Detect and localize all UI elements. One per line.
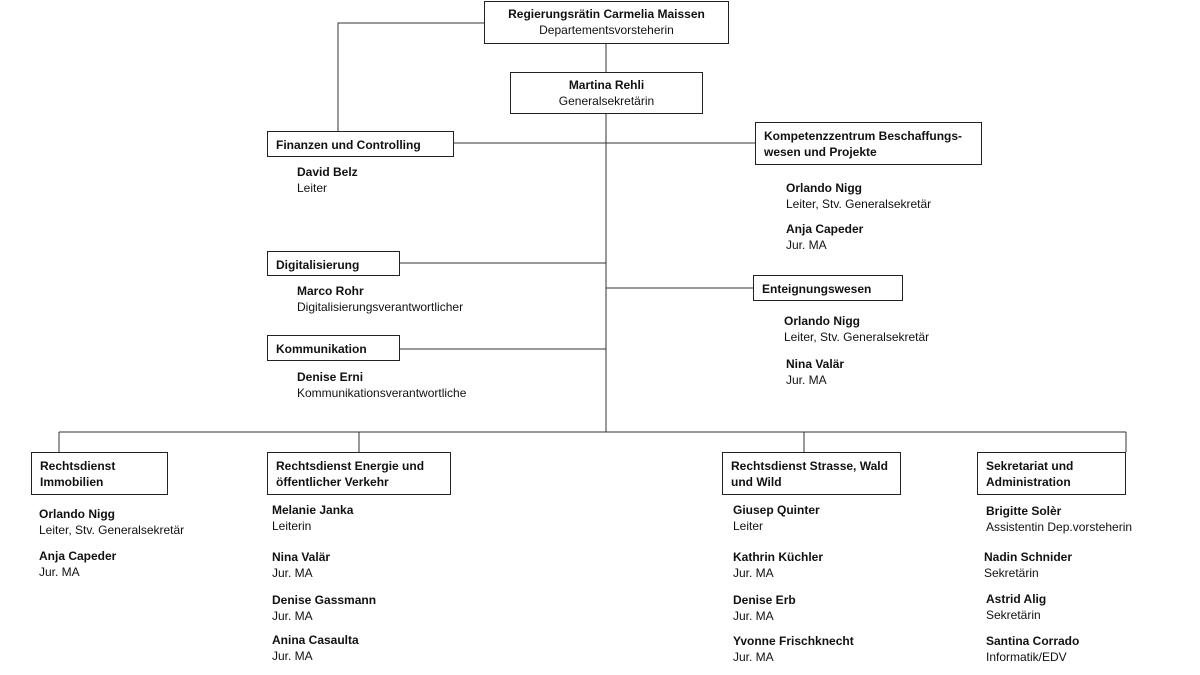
person-role: Jur. MA: [272, 609, 313, 623]
person-role: Digitalisierungsverantwortlicher: [297, 300, 464, 314]
person-giusep-quinter: Giusep Quinter Leiter: [733, 502, 820, 534]
unit-kompetenzzentrum-box: Kompetenzzentrum Beschaffungs- wesen und…: [755, 122, 982, 165]
unit-kompetenzzentrum-title-line1: Kompetenzzentrum Beschaffungs-: [764, 129, 963, 143]
secretary-general-name: Martina Rehli: [568, 78, 645, 92]
person-kathrin-kuechler: Kathrin Küchler Jur. MA: [733, 549, 823, 581]
unit-kommunikation-title: Kommunikation: [276, 342, 367, 356]
person-role: Jur. MA: [733, 650, 774, 664]
person-name: Orlando Nigg: [39, 507, 115, 521]
person-denise-gassmann: Denise Gassmann Jur. MA: [272, 592, 376, 624]
person-role: Leiter, Stv. Generalsekretär: [784, 330, 930, 344]
secretary-general-role: Generalsekretärin: [558, 94, 655, 108]
unit-rechtsdienst-strasse-box: Rechtsdienst Strasse, Wald und Wild: [722, 452, 901, 495]
person-role: Sekretärin: [986, 608, 1041, 622]
person-role: Jur. MA: [733, 566, 774, 580]
person-nina-valaer: Nina Valär Jur. MA: [272, 549, 330, 581]
unit-finanzen-box: Finanzen und Controlling: [267, 131, 454, 157]
unit-rechtsdienst-immobilien-box: Rechtsdienst Immobilien: [31, 452, 168, 495]
person-role: Jur. MA: [786, 238, 827, 252]
person-orlando-nigg: Orlando Nigg Leiter, Stv. Generalsekretä…: [786, 180, 931, 212]
person-anina-casaulta: Anina Casaulta Jur. MA: [272, 632, 359, 664]
person-name: Nina Valär: [272, 550, 331, 564]
person-name: Yvonne Frischknecht: [733, 634, 854, 648]
person-role: Leiter, Stv. Generalsekretär: [39, 523, 185, 537]
person-name: Nadin Schnider: [984, 550, 1073, 564]
person-name: Astrid Alig: [986, 592, 1047, 606]
person-name: Orlando Nigg: [786, 181, 862, 195]
person-nina-valaer: Nina Valär Jur. MA: [786, 356, 844, 388]
person-name: Denise Gassmann: [272, 593, 377, 607]
unit-strasse-title-line1: Rechtsdienst Strasse, Wald: [731, 459, 888, 473]
person-role: Jur. MA: [272, 649, 313, 663]
person-role: Jur. MA: [786, 373, 827, 387]
unit-immobilien-title-line1: Rechtsdienst: [40, 459, 116, 473]
person-role: Jur. MA: [733, 609, 774, 623]
person-name: Santina Corrado: [986, 634, 1080, 648]
person-role: Kommunikationsverantwortliche: [297, 386, 467, 400]
head-name: Regierungsrätin Carmelia Maissen: [508, 7, 705, 21]
person-name: Melanie Janka: [272, 503, 354, 517]
person-brigitte-soler: Brigitte Solèr Assistentin Dep.vorsteher…: [986, 503, 1132, 535]
person-role: Informatik/EDV: [986, 650, 1067, 664]
person-santina-corrado: Santina Corrado Informatik/EDV: [986, 633, 1079, 665]
person-name: Giusep Quinter: [733, 503, 820, 517]
person-role: Leiter: [733, 519, 764, 533]
unit-energie-title-line2: öffentlicher Verkehr: [276, 475, 389, 489]
unit-immobilien-title-line2: Immobilien: [40, 475, 104, 489]
unit-enteignungswesen-title: Enteignungswesen: [762, 282, 872, 296]
person-name: David Belz: [297, 165, 358, 179]
person-name: Anina Casaulta: [272, 633, 359, 647]
unit-kommunikation-box: Kommunikation: [267, 335, 400, 361]
person-name: Denise Erni: [297, 370, 364, 384]
unit-strasse-title-line2: und Wild: [731, 475, 782, 489]
person-david-belz: David Belz Leiter: [297, 164, 358, 196]
person-anja-capeder: Anja Capeder Jur. MA: [786, 221, 863, 253]
person-anja-capeder: Anja Capeder Jur. MA: [39, 548, 116, 580]
unit-digitalisierung-title: Digitalisierung: [276, 258, 360, 272]
unit-sekretariat-title-line1: Sekretariat und: [986, 459, 1074, 473]
unit-sekretariat-title-line2: Administration: [986, 475, 1071, 489]
unit-digitalisierung-box: Digitalisierung: [267, 251, 400, 276]
person-astrid-alig: Astrid Alig Sekretärin: [986, 591, 1046, 623]
person-marco-rohr: Marco Rohr Digitalisierungsverantwortlic…: [297, 283, 463, 315]
unit-energie-title-line1: Rechtsdienst Energie und: [276, 459, 425, 473]
person-name: Nina Valär: [786, 357, 845, 371]
person-orlando-nigg: Orlando Nigg Leiter, Stv. Generalsekretä…: [784, 313, 929, 345]
person-melanie-janka: Melanie Janka Leiterin: [272, 502, 353, 534]
person-orlando-nigg: Orlando Nigg Leiter, Stv. Generalsekretä…: [39, 506, 184, 538]
person-role: Jur. MA: [39, 565, 80, 579]
person-role: Leiterin: [272, 519, 312, 533]
person-denise-erni: Denise Erni Kommunikationsverantwortlich…: [297, 369, 466, 401]
unit-finanzen-title: Finanzen und Controlling: [276, 138, 421, 152]
head-of-department-box: Regierungsrätin Carmelia Maissen Departe…: [484, 1, 729, 44]
person-role: Sekretärin: [984, 566, 1039, 580]
unit-kompetenzzentrum-title-line2: wesen und Projekte: [764, 145, 877, 159]
person-name: Anja Capeder: [786, 222, 864, 236]
person-name: Kathrin Küchler: [733, 550, 824, 564]
person-name: Denise Erb: [733, 593, 796, 607]
person-name: Orlando Nigg: [784, 314, 860, 328]
unit-rechtsdienst-energie-box: Rechtsdienst Energie und öffentlicher Ve…: [267, 452, 451, 495]
person-nadin-schnider: Nadin Schnider Sekretärin: [984, 549, 1072, 581]
person-role: Jur. MA: [272, 566, 313, 580]
secretary-general-box: Martina Rehli Generalsekretärin: [510, 72, 703, 114]
person-role: Assistentin Dep.vorsteherin: [986, 520, 1133, 534]
person-role: Leiter, Stv. Generalsekretär: [786, 197, 932, 211]
person-yvonne-frischknecht: Yvonne Frischknecht Jur. MA: [733, 633, 854, 665]
unit-enteignungswesen-box: Enteignungswesen: [753, 275, 903, 301]
head-role: Departementsvorsteherin: [539, 23, 674, 37]
person-denise-erb: Denise Erb Jur. MA: [733, 592, 796, 624]
person-name: Anja Capeder: [39, 549, 117, 563]
person-name: Marco Rohr: [297, 284, 364, 298]
person-name: Brigitte Solèr: [986, 504, 1062, 518]
unit-sekretariat-box: Sekretariat und Administration: [977, 452, 1126, 495]
person-role: Leiter: [297, 181, 328, 195]
